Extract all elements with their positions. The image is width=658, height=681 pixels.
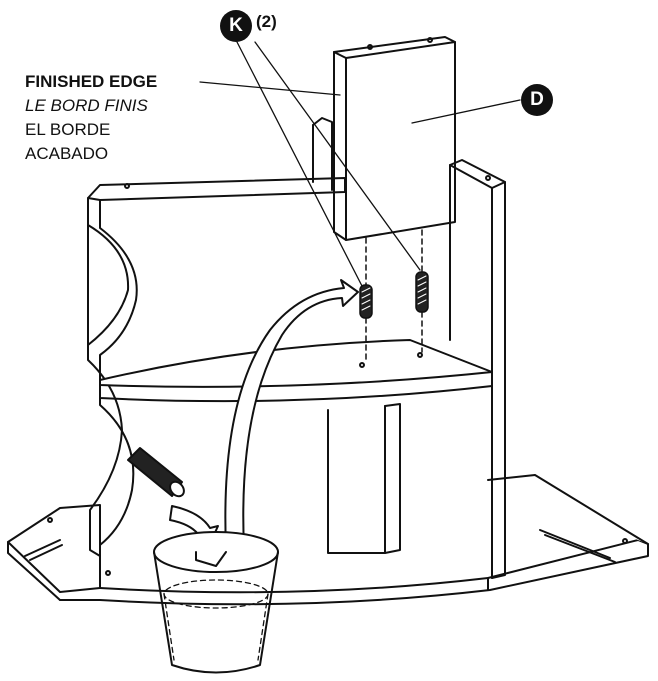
right-side-panel — [449, 159, 506, 579]
glue-cup-icon — [153, 531, 279, 674]
panel-d — [333, 36, 456, 241]
part-d-badge: D — [521, 84, 553, 116]
label-finished-edge-en: FINISHED EDGE — [25, 72, 158, 91]
label-finished-edge-fr: LE BORD FINIS — [25, 96, 148, 115]
middle-shelf — [99, 339, 493, 403]
dowel-grooves — [361, 275, 427, 311]
part-k-quantity: (2) — [256, 12, 277, 31]
curved-arrow-icon — [224, 279, 359, 549]
base-platform — [7, 474, 649, 606]
lower-divider — [327, 403, 401, 554]
dowel-icon — [359, 271, 429, 319]
leader-lines — [199, 41, 521, 287]
back-post — [312, 117, 333, 191]
part-k-badge: K — [220, 10, 252, 42]
label-finished-edge-es-1: EL BORDE — [25, 120, 111, 139]
label-finished-edge-es-2: ACABADO — [25, 144, 109, 163]
dowel-guides — [365, 229, 423, 363]
